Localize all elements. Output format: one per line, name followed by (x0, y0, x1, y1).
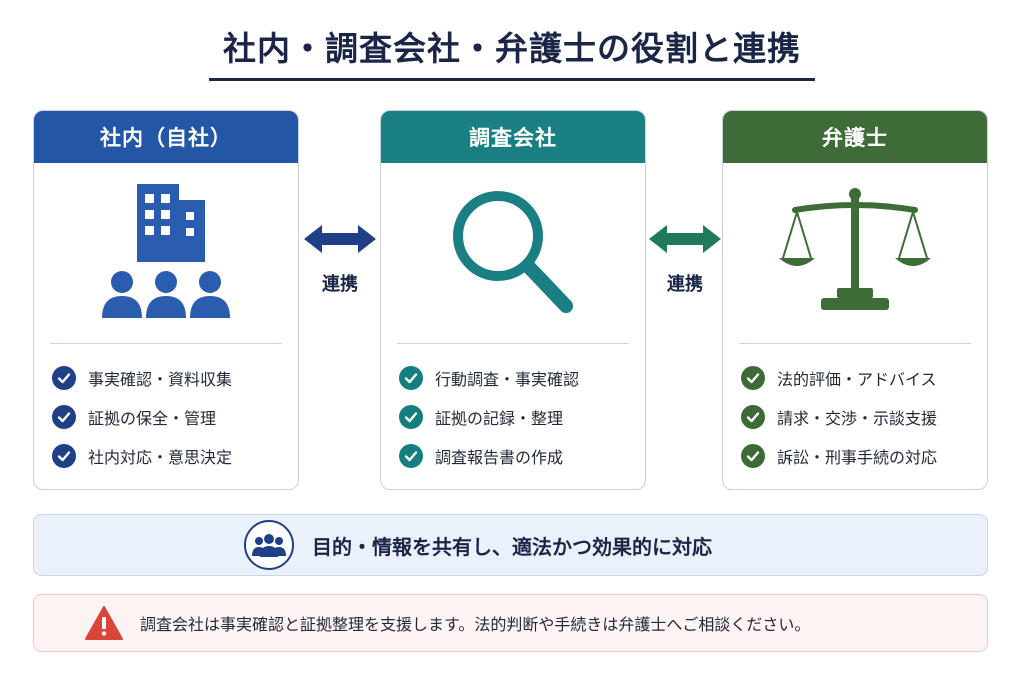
card-heading: 調査会社 (381, 111, 645, 163)
notice-text: 調査会社は事実確認と証拠整理を支援します。法的判断や手続きは弁護士へご相談くださ… (140, 615, 811, 634)
list-item-text: 請求・交渉・示談支援 (777, 408, 938, 428)
list-item-text: 社内対応・意思決定 (88, 447, 233, 467)
list-item: 証拠の保全・管理 (52, 397, 298, 436)
check-icon (399, 404, 423, 429)
card-divider (739, 343, 971, 344)
list-item: 事実確認・資料収集 (52, 358, 298, 397)
list-item: 訴訟・刑事手続の対応 (741, 436, 987, 475)
list-item-text: 証拠の保全・管理 (88, 408, 217, 428)
warning-icon (84, 605, 124, 641)
check-icon (741, 404, 765, 429)
notice-banner: 調査会社は事実確認と証拠整理を支援します。法的判断や手続きは弁護士へご相談くださ… (33, 594, 988, 652)
list-item: 社内対応・意思決定 (52, 436, 298, 475)
list-item: 証拠の記録・整理 (399, 397, 645, 436)
card-heading: 弁護士 (723, 111, 987, 163)
list-item: 法的評価・アドバイス (741, 358, 987, 397)
check-icon (399, 443, 423, 468)
list-item: 請求・交渉・示談支援 (741, 397, 987, 436)
check-icon (741, 365, 765, 390)
list-item-text: 訴訟・刑事手続の対応 (777, 447, 938, 467)
group-icon (244, 520, 294, 570)
investigator-card: 調査会社 行動調査・事実確認 証拠の記録・整理 調査報告書の作成 (380, 110, 646, 490)
check-icon (52, 365, 76, 390)
check-icon (52, 404, 76, 429)
link-label: 連携 (322, 274, 358, 295)
list-item-text: 行動調査・事実確認 (435, 369, 580, 389)
check-icon (741, 443, 765, 468)
company-card: 社内（自社） 事実確認・資料収集 証拠の保全・管理 社内対応・意思決定 (33, 110, 299, 490)
title-block: 社内・調査会社・弁護士の役割と連携 (0, 22, 1024, 81)
list-item: 行動調査・事実確認 (399, 358, 645, 397)
shared-goal-text: 目的・情報を共有し、適法かつ効果的に対応 (312, 534, 712, 559)
list-item-text: 調査報告書の作成 (435, 447, 564, 467)
lawyer-card: 弁護士 法的評価・アドバイス 請求・交渉・示談支援 訴訟・刑事手続の対応 (722, 110, 988, 490)
check-icon (52, 443, 76, 468)
role-list: 事実確認・資料収集 証拠の保全・管理 社内対応・意思決定 (34, 344, 298, 475)
list-item: 調査報告書の作成 (399, 436, 645, 475)
role-list: 行動調査・事実確認 証拠の記録・整理 調査報告書の作成 (381, 344, 645, 475)
link-investigator-lawyer: 連携 (645, 222, 725, 296)
page-title: 社内・調査会社・弁護士の役割と連携 (209, 22, 815, 81)
double-arrow-icon (304, 225, 376, 253)
link-company-investigator: 連携 (300, 222, 380, 296)
scales-of-justice-icon (723, 163, 987, 343)
magnifying-glass-icon (381, 163, 645, 343)
card-heading: 社内（自社） (34, 111, 298, 163)
link-label: 連携 (667, 274, 703, 295)
card-divider (50, 343, 282, 344)
list-item-text: 法的評価・アドバイス (777, 369, 937, 389)
double-arrow-icon (649, 225, 721, 253)
building-and-people-icon (34, 163, 298, 343)
list-item-text: 証拠の記録・整理 (435, 408, 564, 428)
check-icon (399, 365, 423, 390)
shared-goal-banner: 目的・情報を共有し、適法かつ効果的に対応 (33, 514, 988, 576)
card-divider (397, 343, 629, 344)
list-item-text: 事実確認・資料収集 (88, 369, 233, 389)
role-list: 法的評価・アドバイス 請求・交渉・示談支援 訴訟・刑事手続の対応 (723, 344, 987, 475)
